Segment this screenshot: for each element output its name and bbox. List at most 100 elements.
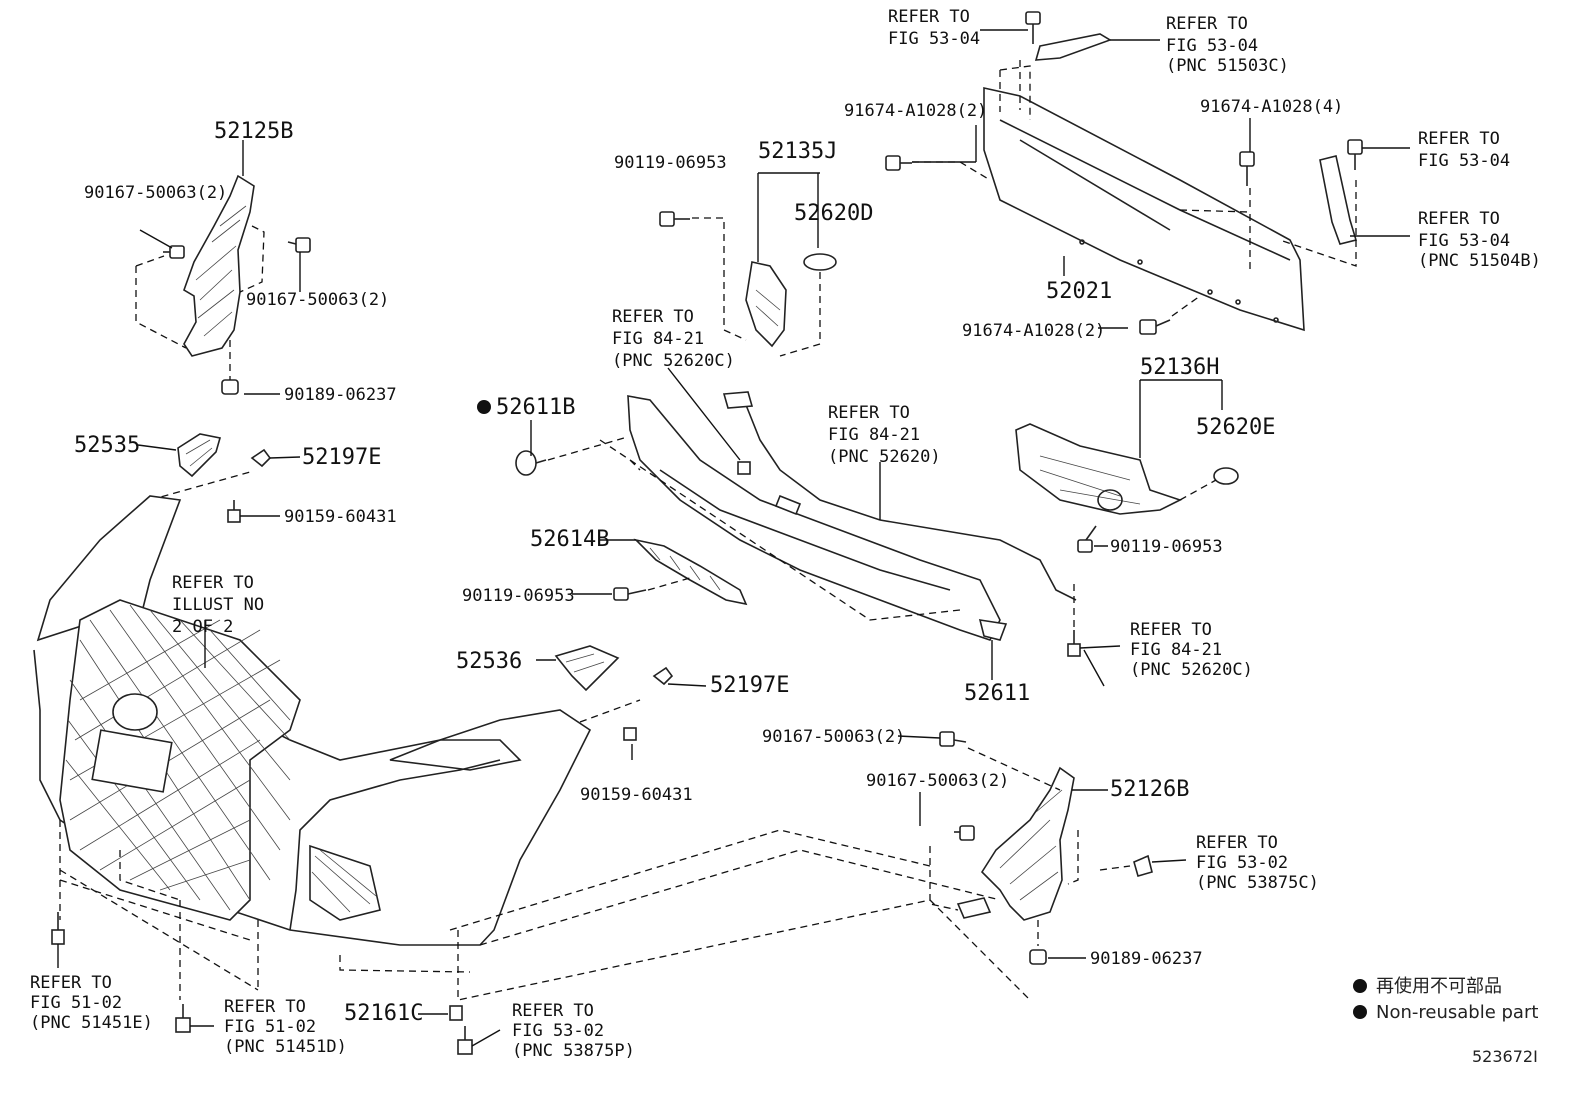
label-52197E-b: 52197E xyxy=(710,673,789,698)
refer-8421c2-line3: (PNC 52620C) xyxy=(1130,660,1253,680)
diagram-code: 523672I xyxy=(1472,1047,1538,1066)
cap-icon xyxy=(515,450,547,476)
legend-english: Non-reusable part xyxy=(1376,1002,1538,1023)
bolt-icon xyxy=(954,825,975,841)
clip-icon xyxy=(652,666,674,686)
screw-icon xyxy=(457,1026,473,1055)
refer-8421-line3: (PNC 52620) xyxy=(828,447,941,467)
refer-5304c-line3: (PNC 51503C) xyxy=(1166,56,1289,76)
bolt-icon xyxy=(1347,139,1363,170)
label-52125B: 52125B xyxy=(214,119,293,144)
cover-52536 xyxy=(554,645,620,692)
bolt-icon xyxy=(939,731,967,747)
clip-icon xyxy=(250,448,272,468)
refer-5302p-line3: (PNC 53875P) xyxy=(512,1041,635,1061)
refer-5102e-line1: REFER TO xyxy=(30,973,112,993)
label-52021: 52021 xyxy=(1046,279,1112,304)
refer-8421-line1: REFER TO xyxy=(828,403,910,423)
refer-5102e-line2: FIG 51-02 xyxy=(30,993,122,1013)
cap-52620D xyxy=(803,253,837,271)
clip-icon xyxy=(449,1005,463,1021)
label-90189-06237-b: 90189-06237 xyxy=(1090,949,1203,969)
retainer-52614B xyxy=(633,538,748,606)
label-90119-06953-mid: 90119-06953 xyxy=(462,586,575,606)
refer-8421c-line1: REFER TO xyxy=(612,307,694,327)
refer-8421-line2: FIG 84-21 xyxy=(828,425,920,445)
label-90167-50063-b: 90167-50063(2) xyxy=(246,290,389,310)
label-52197E-a: 52197E xyxy=(302,445,381,470)
label-52614B: 52614B xyxy=(530,527,609,552)
refer-5304-top-line2: FIG 53-04 xyxy=(888,29,980,49)
bolt-icon xyxy=(163,245,185,259)
bolt-icon xyxy=(885,155,912,171)
refer-5304c-line2: FIG 53-04 xyxy=(1166,36,1258,56)
legend-japanese: 再使用不可部品 xyxy=(1376,976,1502,997)
screw-icon xyxy=(1067,630,1081,657)
refer-5302c-line3: (PNC 53875C) xyxy=(1196,873,1319,893)
legend-dot-japanese xyxy=(1353,979,1367,993)
refer-illust-line2: ILLUST NO xyxy=(172,595,264,615)
label-90167-50063-a: 90167-50063(2) xyxy=(84,183,227,203)
label-52126B: 52126B xyxy=(1110,777,1189,802)
bracket-52125B xyxy=(183,174,255,357)
label-90119-06953-right: 90119-06953 xyxy=(1110,537,1223,557)
label-91674-A1028-right: 91674-A1028(4) xyxy=(1200,97,1343,117)
screw-icon xyxy=(175,1004,191,1033)
bracket-52136H xyxy=(1015,423,1183,515)
refer-illust-line3: 2 OF 2 xyxy=(172,617,233,637)
label-90189-06237-a: 90189-06237 xyxy=(284,385,397,405)
clip-icon xyxy=(1029,949,1047,965)
refer-illust-line1: REFER TO xyxy=(172,573,254,593)
refer-8421c-line2: FIG 84-21 xyxy=(612,329,704,349)
label-90167-50063-c: 90167-50063(2) xyxy=(762,727,905,747)
cap-52620E xyxy=(1213,467,1239,485)
label-91674-A1028-left: 91674-A1028(2) xyxy=(844,101,987,121)
label-90159-60431-b: 90159-60431 xyxy=(580,785,693,805)
bolt-icon xyxy=(1239,151,1255,186)
refer-8421c2-line2: FIG 84-21 xyxy=(1130,640,1222,660)
label-90167-50063-d: 90167-50063(2) xyxy=(866,771,1009,791)
refer-5302c-line1: REFER TO xyxy=(1196,833,1278,853)
sensor-clip xyxy=(722,391,754,409)
sensor-wire xyxy=(743,399,1077,601)
energy-absorber-52611 xyxy=(627,395,1008,641)
non-reusable-dot xyxy=(477,400,491,414)
refer-5304b-line1: REFER TO xyxy=(1418,209,1500,229)
stay-51504B xyxy=(1319,155,1358,245)
refer-5102d-line3: (PNC 51451D) xyxy=(224,1037,347,1057)
refer-5304b-line2: FIG 53-04 xyxy=(1418,231,1510,251)
screw-icon xyxy=(623,727,637,741)
label-52620D: 52620D xyxy=(794,201,873,226)
label-52611B: 52611B xyxy=(496,395,575,420)
stay-51503C xyxy=(1034,33,1112,61)
bolt-icon xyxy=(659,211,690,227)
front-bumper-cover xyxy=(33,495,592,946)
label-90119-06953-top: 90119-06953 xyxy=(614,153,727,173)
refer-5304-right-line1: REFER TO xyxy=(1418,129,1500,149)
bolt-icon xyxy=(613,587,647,601)
legend-dot-english xyxy=(1353,1005,1367,1019)
refer-5302p-line1: REFER TO xyxy=(512,1001,594,1021)
bolt-icon xyxy=(1077,525,1097,553)
bracket-52135J xyxy=(745,261,787,348)
bracket-tab xyxy=(956,897,992,919)
refer-5304c-line1: REFER TO xyxy=(1166,14,1248,34)
refer-5102d-line1: REFER TO xyxy=(224,997,306,1017)
refer-5304-right-line2: FIG 53-04 xyxy=(1418,151,1510,171)
reinforcement-52021 xyxy=(983,87,1305,332)
screw-icon xyxy=(737,461,751,475)
label-52611: 52611 xyxy=(964,681,1030,706)
refer-5302p-line2: FIG 53-02 xyxy=(512,1021,604,1041)
label-52135J: 52135J xyxy=(758,139,837,164)
refer-5102d-line2: FIG 51-02 xyxy=(224,1017,316,1037)
refer-5102e-line3: (PNC 51451E) xyxy=(30,1013,153,1033)
clip-icon xyxy=(1133,854,1153,877)
label-52136H: 52136H xyxy=(1140,355,1219,380)
label-91674-A1028-bottom: 91674-A1028(2) xyxy=(962,321,1105,341)
screw-icon xyxy=(227,500,241,523)
label-52161C: 52161C xyxy=(344,1001,423,1026)
label-90159-60431-a: 90159-60431 xyxy=(284,507,397,527)
refer-5302c-line2: FIG 53-02 xyxy=(1196,853,1288,873)
label-52536: 52536 xyxy=(456,649,522,674)
